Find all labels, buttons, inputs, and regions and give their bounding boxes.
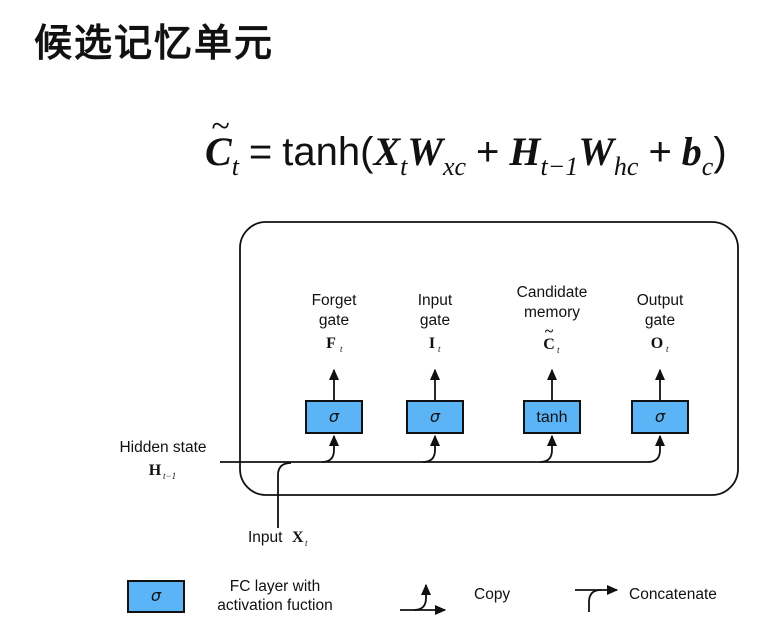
formula-lhs: C	[205, 108, 232, 175]
activation-sigma: σ	[329, 407, 340, 426]
fc-box-output	[631, 400, 689, 434]
legend-fc-box	[127, 580, 185, 613]
svg-text:Output: Output	[637, 292, 684, 309]
svg-text:t: t	[340, 344, 343, 354]
symbol-I: I	[429, 335, 435, 352]
legend-fc-label: FC layer with	[230, 578, 320, 595]
svg-text:σ: σ	[655, 407, 666, 426]
formula-tanh: tanh(	[282, 130, 374, 174]
svg-text:t−1: t−1	[163, 471, 176, 481]
symbol-O: O	[651, 335, 663, 352]
svg-text:gate: gate	[645, 312, 675, 329]
svg-text:σ: σ	[430, 407, 441, 426]
fc-box-candidate	[523, 400, 581, 434]
input-symbol: X	[292, 529, 304, 546]
svg-text:Input: Input	[418, 292, 453, 309]
svg-text:Candidate: Candidate	[517, 284, 588, 301]
svg-text:gate: gate	[420, 312, 450, 329]
gate-input: σ Input gate I t	[406, 292, 464, 434]
svg-text:gate: gate	[319, 312, 349, 329]
input-label: Input	[248, 529, 283, 546]
svg-text:memory: memory	[524, 304, 580, 321]
svg-text:t: t	[666, 344, 669, 354]
fc-box-input	[406, 400, 464, 434]
branch-forget	[321, 434, 340, 463]
svg-text:t: t	[305, 538, 308, 548]
svg-text:σ: σ	[151, 586, 162, 605]
symbol-F: F	[326, 335, 336, 352]
tilde-mark: ~	[545, 323, 554, 340]
symbol-C-tilde: C	[543, 336, 555, 353]
svg-text:activation fuction: activation fuction	[217, 597, 332, 614]
svg-text:t: t	[438, 344, 441, 354]
legend-copy-label: Copy	[474, 586, 510, 603]
gate-forget: σ Forget gate F t	[305, 292, 363, 434]
activation-tanh: tanh	[536, 409, 567, 426]
input-line	[277, 462, 292, 528]
gate-output: σ Output gate O t	[631, 292, 689, 434]
candidate-memory-formula: Ct = tanh(XtWxc + Ht−1Whc + bc)	[205, 108, 727, 182]
svg-text:Forget: Forget	[312, 292, 357, 309]
hidden-state-symbol: H	[149, 462, 162, 479]
hidden-state-label: Hidden state	[119, 439, 206, 456]
branch-candidate	[539, 434, 558, 463]
legend: σ FC layer with activation fuction Copy …	[127, 578, 717, 616]
svg-text:t: t	[557, 345, 560, 355]
gate-candidate: tanh Candidate memory C ~ t	[517, 284, 588, 434]
legend-concatenate-label: Concatenate	[629, 586, 717, 603]
hidden-state-line	[220, 434, 666, 463]
slide-title: 候选记忆单元	[34, 21, 275, 65]
branch-input	[422, 434, 441, 463]
cell-boundary	[239, 221, 739, 496]
